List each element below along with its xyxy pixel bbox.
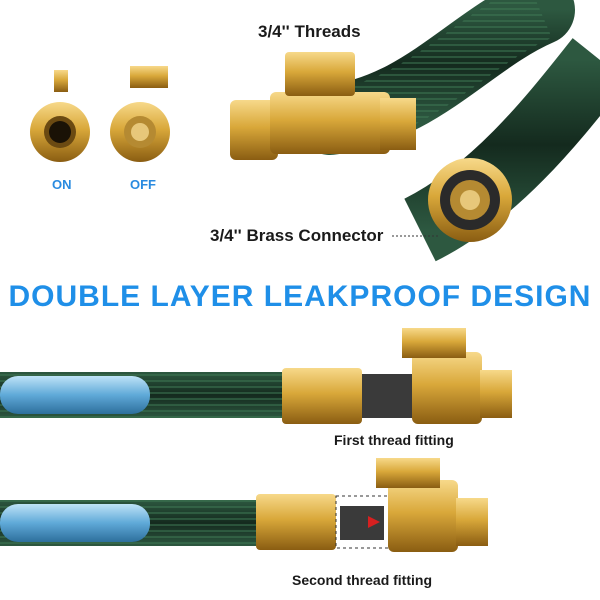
hose-section-second [0,458,488,552]
threads-label: 3/4'' Threads [258,22,361,41]
valve-on-view [30,70,90,162]
upper-valve [230,52,416,160]
off-label: OFF [130,177,156,192]
on-label: ON [52,177,72,192]
valve-off-view [110,66,170,162]
hose-section-first [0,328,512,424]
brass-connector [428,158,512,242]
second-fitting-caption: Second thread fitting [292,572,432,588]
first-fitting-caption: First thread fitting [334,432,454,448]
headline: DOUBLE LAYER LEAKPROOF DESIGN [8,280,592,313]
connector-label: 3/4'' Brass Connector [210,226,384,245]
